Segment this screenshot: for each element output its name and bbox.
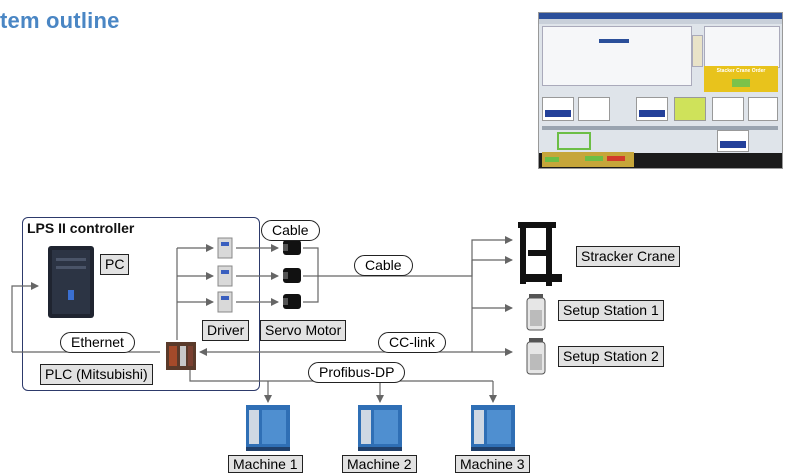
ethernet-label: Ethernet (60, 332, 135, 353)
screenshot-titlebar (539, 13, 782, 19)
screenshot-menubar (539, 19, 782, 24)
screenshot-order-banner: Stacker Crane Order (704, 66, 778, 92)
stacker-crane-icon (518, 222, 562, 286)
machine-icon-1 (246, 405, 290, 451)
driver-icon-1 (217, 237, 233, 259)
screenshot-rail (542, 126, 778, 130)
screenshot-bottom-red (607, 156, 625, 161)
screenshot-arrow-icon (732, 79, 750, 87)
software-screenshot: Stacker Crane Order (538, 12, 783, 169)
crane-cable (318, 236, 513, 277)
screenshot-tile-6 (748, 97, 778, 121)
driver-icon-3 (217, 291, 233, 313)
screenshot-table-highlight (599, 39, 629, 43)
pc-tower-icon (48, 246, 94, 318)
plc-icon (166, 342, 196, 370)
setup-station-icon-1 (526, 294, 546, 331)
servo-motor-label: Servo Motor (260, 320, 347, 341)
screenshot-order-text: Stacker Crane Order (716, 68, 766, 74)
stacker-crane-label: Stracker Crane (576, 246, 681, 267)
driver-label: Driver (202, 320, 250, 341)
page-title: tem outline (0, 8, 120, 33)
driver-icon-2 (217, 265, 233, 287)
controller-frame (22, 217, 260, 391)
servo-motor-icon-3 (283, 294, 301, 309)
screenshot-tile-2 (578, 97, 610, 121)
servo-motor-icon-2 (283, 268, 301, 283)
machine-1-label: Machine 1 (228, 455, 303, 473)
screenshot-crane-tile (717, 130, 749, 152)
motor-bracket (303, 247, 319, 303)
machine-2-label: Machine 2 (342, 455, 417, 473)
machine-3-label: Machine 3 (455, 455, 530, 473)
screenshot-side-buttons (692, 35, 703, 67)
screenshot-station-row (542, 97, 778, 123)
servo-motor-icon-1 (283, 240, 301, 255)
cclink-label: CC-link (378, 332, 446, 353)
machine-icon-3 (471, 405, 515, 451)
cable-mid-label: Cable (354, 255, 413, 276)
screenshot-tile-4 (674, 97, 706, 121)
screenshot-tile-3 (636, 97, 668, 121)
controller-title: LPS II controller (27, 220, 135, 236)
ethernet-line-left (11, 282, 39, 352)
pc-label: PC (100, 254, 130, 275)
setup-station-1-label: Setup Station 1 (558, 300, 664, 321)
screenshot-table (542, 26, 692, 86)
setup-station-2-label: Setup Station 2 (558, 346, 664, 367)
screenshot-tile-1 (542, 97, 574, 121)
screenshot-green-tile (557, 132, 591, 150)
screenshot-bottom-green-2 (585, 156, 603, 161)
screenshot-bottom-green-1 (545, 157, 559, 162)
machine-icon-2 (358, 405, 402, 451)
screenshot-tile-5 (712, 97, 744, 121)
cable-top-label: Cable (261, 220, 320, 241)
profibus-label: Profibus-DP (308, 362, 406, 383)
setup-station-icon-2 (526, 338, 546, 375)
plc-label: PLC (Mitsubishi) (40, 364, 153, 385)
